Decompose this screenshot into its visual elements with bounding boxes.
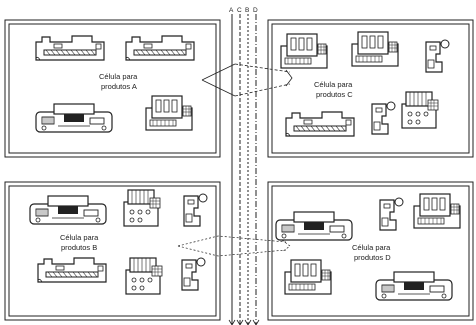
cabinet-machine	[413, 193, 461, 229]
dialbox-machine	[401, 91, 439, 129]
cabinet-machine	[284, 259, 332, 295]
cell-label-a-line1: Célula para	[99, 72, 138, 81]
lathe-machine	[125, 35, 195, 61]
lane-label-a: A	[229, 7, 234, 14]
press-machine	[275, 211, 353, 241]
lane-label-b: B	[245, 7, 249, 14]
cell-label-d-line1: Célula para	[352, 243, 391, 252]
press-machine	[35, 103, 113, 133]
drill-machine	[371, 101, 396, 135]
lathe-machine	[37, 257, 107, 283]
cell-label-c-line2: produtos C	[316, 90, 353, 99]
aisle-lanes	[228, 14, 260, 325]
drill-machine	[181, 257, 206, 291]
cell-label-b-line2: produtos B	[61, 243, 97, 252]
cell-label-c-line1: Célula para	[314, 80, 353, 89]
drill-machine	[425, 39, 450, 73]
flow-arrow-a-to-c	[201, 63, 293, 97]
lathe-machine	[35, 35, 105, 61]
press-machine	[375, 271, 453, 301]
lane-label-d: D	[253, 7, 258, 14]
drill-machine	[183, 193, 208, 227]
cell-frame-c	[267, 19, 474, 158]
lane-label-c: C	[237, 7, 242, 14]
dialbox-machine	[123, 189, 161, 227]
press-machine	[29, 195, 107, 225]
cabinet-machine	[145, 95, 193, 131]
cabinet-machine	[280, 33, 328, 69]
drill-machine	[379, 197, 404, 231]
lathe-machine	[285, 111, 355, 137]
cell-label-b-line1: Célula para	[60, 233, 99, 242]
cabinet-machine	[351, 31, 399, 67]
dialbox-machine	[125, 257, 163, 295]
cell-label-a-line2: produtos A	[101, 82, 137, 91]
flow-arrow-b-to-d	[177, 235, 291, 257]
cell-frame-d	[267, 181, 474, 321]
cell-frame-b	[4, 181, 221, 321]
cell-label-d-line2: produtos D	[354, 253, 391, 262]
